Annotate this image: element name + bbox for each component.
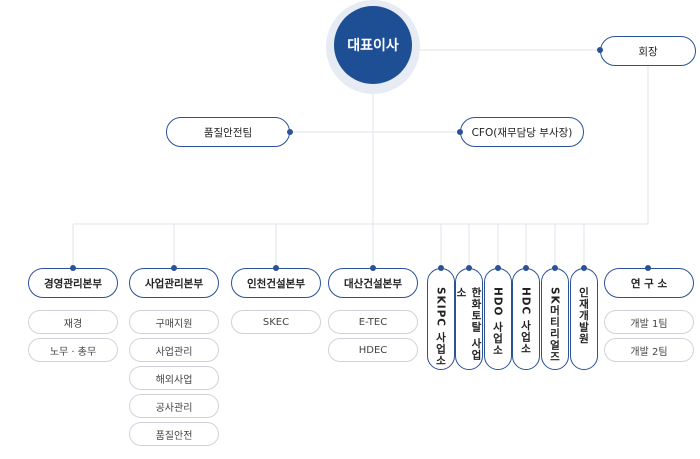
sub-item: 개발 1팀 (604, 310, 694, 334)
sub-item: HDEC (328, 338, 418, 362)
ceo-node: 대표이사 (334, 6, 412, 84)
site-dot (466, 265, 472, 271)
sub-item: 해외사업 (129, 366, 219, 390)
site-label: HDC 사업소 (519, 287, 532, 355)
sub-item: SKEC (231, 310, 321, 334)
site-dot (495, 265, 501, 271)
quality-team-dot (287, 129, 293, 135)
site-label: SK머티리얼즈 (548, 287, 561, 363)
site-dot (581, 265, 587, 271)
site-skipc: SKIPC 사업소 (427, 268, 455, 370)
site-hanwha-total: 한화토탈 사업소 (455, 268, 483, 370)
sub-item: 공사관리 (129, 394, 219, 418)
sub-item: 재경 (28, 310, 118, 334)
site-label: 인재개발원 (577, 287, 590, 345)
sub-item: 품질안전 (129, 422, 219, 446)
site-hr-center: 인재개발원 (570, 268, 598, 370)
dept-business: 사업관리본부 (129, 268, 219, 298)
site-label: SKIPC 사업소 (434, 287, 447, 367)
sub-item: 사업관리 (129, 338, 219, 362)
dept-management: 경영관리본부 (28, 268, 118, 298)
site-dot (523, 265, 529, 271)
dept-management-dot (70, 265, 76, 271)
chairman-node: 회장 (600, 36, 696, 66)
site-label: HDO 사업소 (491, 287, 504, 356)
dept-daesan: 대산건설본부 (328, 268, 418, 298)
cfo-dot (457, 129, 463, 135)
site-hdo: HDO 사업소 (484, 268, 512, 370)
dept-business-dot (171, 265, 177, 271)
dept-incheon: 인천건설본부 (231, 268, 321, 298)
dept-incheon-dot (273, 265, 279, 271)
sub-item: 개발 2팀 (604, 338, 694, 362)
dept-research-dot (645, 265, 651, 271)
site-dot (552, 265, 558, 271)
chairman-dot (597, 47, 603, 53)
sub-item: 노무 · 총무 (28, 338, 118, 362)
sub-item: E-TEC (328, 310, 418, 334)
dept-research: 연 구 소 (604, 268, 694, 298)
cfo-node: CFO(재무담당 부사장) (460, 117, 584, 147)
dept-daesan-dot (370, 265, 376, 271)
site-dot (438, 265, 444, 271)
site-label: 한화토탈 사업소 (455, 287, 482, 361)
site-sk-materials: SK머티리얼즈 (541, 268, 569, 370)
site-hdc: HDC 사업소 (512, 268, 540, 370)
sub-item: 구매지원 (129, 310, 219, 334)
quality-team-node: 품질안전팀 (166, 117, 290, 147)
